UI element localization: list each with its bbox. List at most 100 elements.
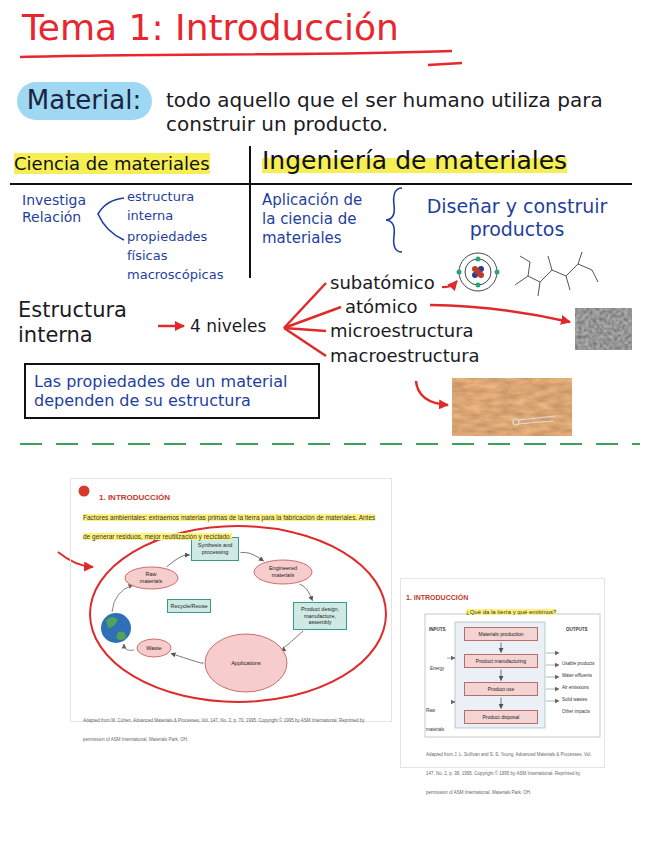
note-text: Investiga [22, 192, 86, 208]
safety-pin [513, 419, 519, 425]
label-holder: Ingeniería de materiales [262, 146, 567, 176]
process-box: Materials production [464, 627, 538, 641]
atom-nucleus [475, 269, 481, 275]
note-text: propiedades físicas macroscópicas [127, 229, 223, 282]
output-arrow [546, 701, 559, 702]
output-name: Water effluents [562, 673, 592, 678]
text-column: Material: [17, 82, 152, 120]
slide-text: ¿Qué da la tierra y qué emitimos? [466, 609, 556, 615]
label-holder: Estructura interna [18, 298, 158, 348]
red-arrow [416, 381, 448, 405]
cycle-box: Recycle/Reuse [167, 599, 211, 613]
output-arrow [546, 677, 559, 678]
label-holder: propiedades físicas macroscópicas [127, 226, 239, 284]
column-header: OUTPUTS [566, 627, 588, 632]
label-holder: macroestructura [330, 345, 480, 367]
label-holder: Energy [430, 655, 444, 674]
label-holder: subatómico [330, 272, 435, 294]
red-arrow [442, 281, 457, 287]
node-text: Product disposal [483, 714, 520, 720]
node-text: Las propiedades de un material dependen … [34, 372, 310, 410]
red-arrow [158, 325, 184, 328]
node-text: Synthesis and processing [195, 542, 235, 555]
title-underline [20, 51, 452, 57]
cycle-ellipse: Waste [136, 638, 172, 658]
label-holder: Water effluents [562, 662, 592, 681]
slide-text: Adapted from J. L. Sullivan and S. S. Yo… [426, 752, 592, 795]
note-text: estructura interna [127, 189, 194, 223]
atom-orbit [465, 259, 491, 285]
output-name: Air emissions [562, 685, 589, 690]
input-arrow [447, 658, 455, 659]
output-name: Usable products [562, 661, 595, 666]
table-rule [249, 146, 251, 278]
title-underline [428, 63, 462, 65]
slide-text: Factores ambientales: extraemos materias… [83, 514, 375, 540]
slide-text-holder: 1. INTRODUCCIÓN [99, 485, 170, 504]
flow-arrow [171, 653, 203, 663]
label-holder: 4 niveles [190, 316, 266, 336]
label-holder: Air emissions [562, 674, 589, 693]
process-box: Product use [464, 682, 538, 696]
text-column: Applications [204, 633, 288, 693]
slide-text-holder: Factores ambientales: extraemos materias… [83, 505, 383, 543]
slide-frame: Materials productionProduct manufacturin… [400, 578, 605, 768]
earth-globe [101, 613, 131, 643]
cycle-ellipse: Raw materials [124, 566, 179, 590]
level-name: microestructura [330, 320, 474, 341]
input-name: Energy [430, 666, 444, 671]
earth-globe [106, 617, 126, 640]
slide-text: 1. INTRODUCCIÓN [99, 493, 170, 502]
flow-arrow [501, 643, 502, 653]
micrograph [575, 308, 632, 350]
cycle-box: Product design, manufacture, assembly [293, 602, 347, 630]
label-holder: OUTPUTS [566, 616, 588, 635]
label-holder: Other impacts [562, 698, 590, 717]
label-holder: INPUTS [429, 616, 446, 635]
slide-text: Adapted from M. Cohen, Advanced Material… [83, 718, 364, 742]
output-arrow [546, 665, 559, 666]
label-holder: Usable products [562, 650, 595, 669]
node-text: Waste [146, 645, 161, 652]
slide-text-holder: Adapted from M. Cohen, Advanced Material… [83, 707, 383, 745]
text-column: Product use [465, 683, 537, 695]
chart-panel [425, 614, 600, 737]
label-holder: Aplicación de la ciencia de materiales [262, 190, 380, 248]
node-text: Applications [231, 660, 261, 667]
process-column [455, 622, 545, 728]
flow-arrow [240, 552, 263, 560]
flow-arrow [167, 555, 190, 567]
node-text: Engineered materials [264, 565, 302, 578]
text-column: Product disposal [465, 711, 537, 723]
column-heading: Ciencia de materiales [14, 153, 210, 174]
output-name: Solid wastes [562, 697, 587, 702]
node-text: Materials production [478, 631, 523, 637]
node-text: Raw materials [134, 571, 168, 584]
cycle-arrow [124, 644, 134, 650]
ellipse-outline [254, 560, 312, 584]
flow-arrow [299, 584, 312, 601]
text-column: Product manufacturing [465, 655, 537, 667]
column-heading: Ingeniería de materiales [262, 146, 567, 175]
branch-line [284, 328, 326, 331]
text-column: Waste [136, 638, 172, 658]
level-name: subatómico [330, 272, 435, 293]
text-column: Raw materials [124, 566, 179, 590]
slide-frame: Raw materials Synthesis and processingEng… [70, 478, 392, 722]
text-column: Engineered materials [253, 559, 313, 585]
brace [386, 188, 402, 252]
slide-icon [79, 486, 90, 497]
cycle-ellipse: Engineered materials [253, 559, 313, 585]
hand-circle [90, 526, 386, 702]
process-box: Product disposal [464, 710, 538, 724]
slide-text: 1. INTRODUCCIÓN [406, 594, 468, 601]
text-column: Materials production [465, 628, 537, 640]
node-text: Product use [488, 686, 515, 692]
level-name: atómico [345, 296, 418, 317]
flow-arrow [283, 631, 303, 647]
label-holder: Relación [22, 207, 81, 226]
slide-text-holder: Adapted from J. L. Sullivan and S. S. Yo… [426, 741, 601, 799]
node-text: Product design, manufacture, assembly [297, 606, 343, 626]
cycle-circle: Applications [204, 633, 288, 693]
